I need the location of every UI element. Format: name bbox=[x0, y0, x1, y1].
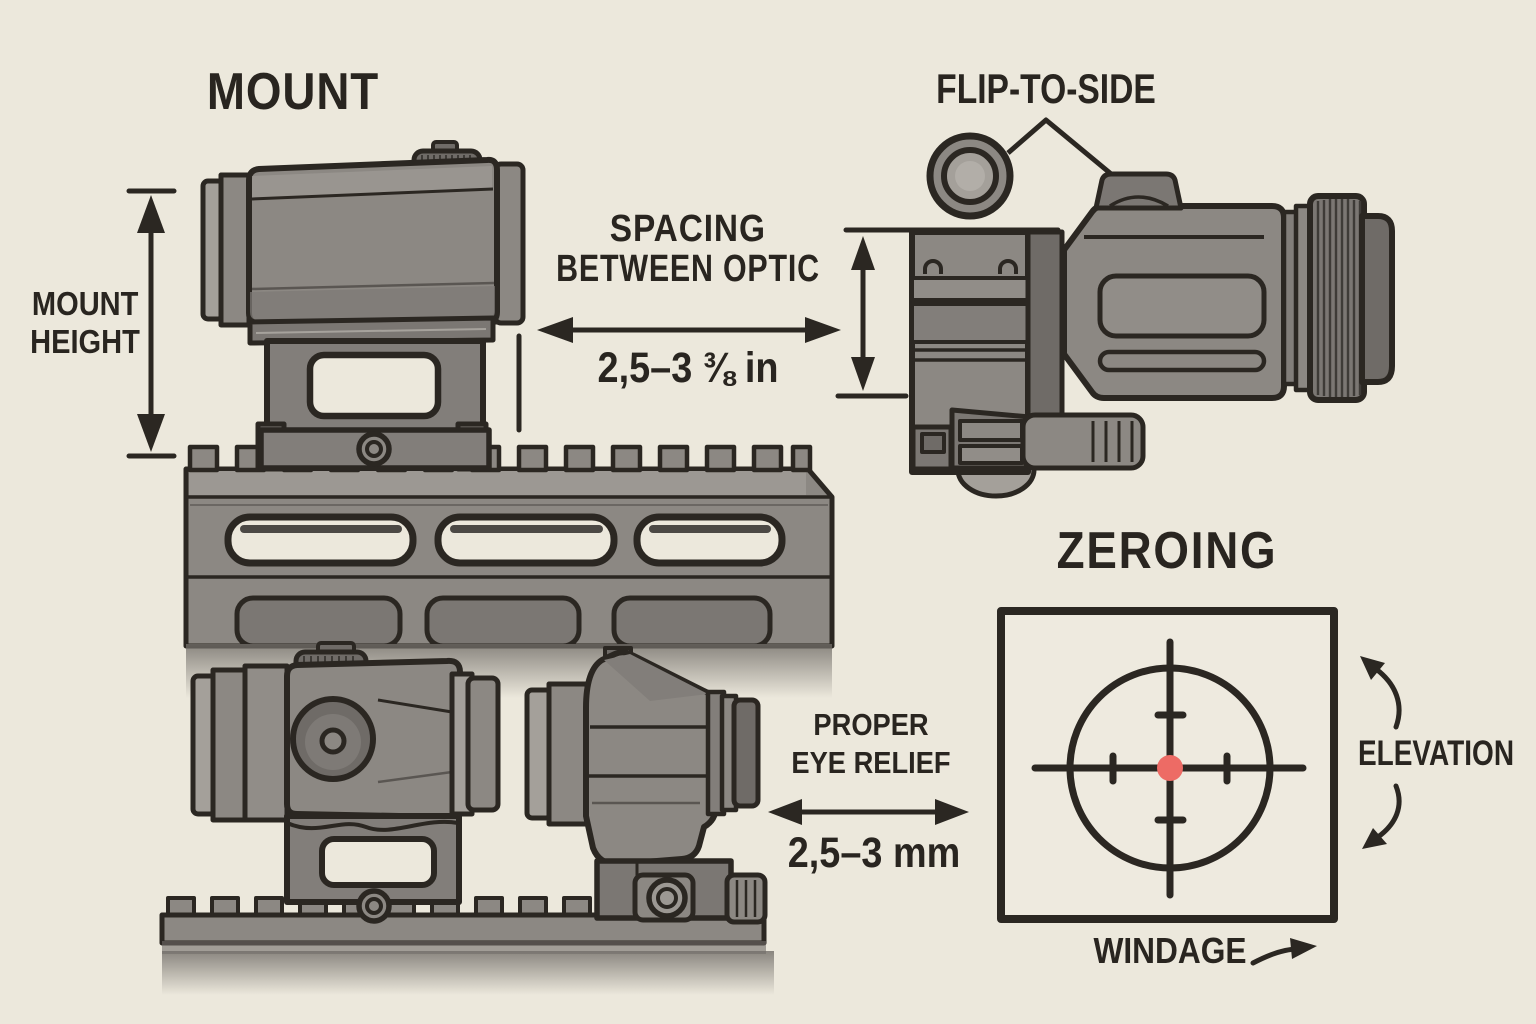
eye-relief-label: PROPER EYE RELIEF bbox=[791, 707, 951, 781]
eyepiece-cap bbox=[1359, 213, 1395, 385]
arrowhead-down bbox=[1362, 828, 1387, 849]
magnifier-flip-mount bbox=[909, 171, 1395, 499]
flip-to-side-pointer bbox=[926, 117, 1118, 220]
zeroing-section-title: ZEROING bbox=[1056, 522, 1278, 580]
magnifier-bottom bbox=[524, 646, 768, 925]
eye-relief-value: 2,5–3 mm bbox=[787, 829, 961, 877]
arrowhead-down bbox=[851, 357, 875, 391]
riser-window bbox=[306, 351, 442, 420]
eye-relief-arrow-icon bbox=[768, 799, 969, 825]
top-sight-nub bbox=[1093, 171, 1184, 211]
mlok-slots-open bbox=[224, 513, 786, 567]
spacing-label: SPACING BETWEEN OPTIC bbox=[556, 208, 820, 291]
magnifier-mount bbox=[594, 858, 768, 925]
arrowhead-up bbox=[1360, 656, 1385, 680]
body-panel bbox=[1097, 273, 1267, 339]
windage-arrow-icon bbox=[1250, 938, 1317, 966]
windage-label: WINDAGE bbox=[1093, 930, 1247, 971]
mount-knob bbox=[646, 877, 688, 919]
arrowhead-left bbox=[537, 317, 573, 343]
mount-height-arrow-icon bbox=[126, 188, 177, 459]
arrowhead-right bbox=[1290, 938, 1317, 959]
riser-window bbox=[319, 836, 437, 888]
mlok-slots-recessed bbox=[234, 595, 773, 649]
spacing-value: 2,5–3 ⅜ in bbox=[597, 344, 779, 392]
arrowhead-up bbox=[851, 236, 875, 270]
arrowhead-down bbox=[137, 414, 165, 452]
arrowhead-up bbox=[137, 195, 165, 233]
flip-to-side-title: FLIP-TO-SIDE bbox=[936, 65, 1156, 112]
arrowhead-right bbox=[935, 799, 969, 825]
elevation-label: ELEVATION bbox=[1357, 734, 1515, 773]
spacing-arrow-icon bbox=[516, 317, 841, 433]
red-dot-reticle bbox=[1157, 755, 1183, 781]
red-dot-sight-side bbox=[200, 140, 526, 472]
arrowhead-right bbox=[805, 317, 841, 343]
red-dot-sight-bottom bbox=[190, 641, 501, 924]
latch-lever bbox=[1020, 412, 1146, 471]
eyepiece-cap bbox=[731, 697, 761, 809]
mount-screw bbox=[356, 431, 392, 467]
mount-section-title: MOUNT bbox=[206, 63, 380, 121]
flip-latch bbox=[949, 407, 1146, 471]
mount-height-label: MOUNT HEIGHT bbox=[30, 285, 140, 360]
mount-screw bbox=[356, 888, 392, 924]
rail-bottom-shadow bbox=[162, 951, 774, 995]
arrowhead-left bbox=[768, 799, 802, 825]
handguard-rail bbox=[183, 444, 835, 698]
zeroing-target bbox=[997, 607, 1338, 923]
elevation-arrows-icon bbox=[1360, 656, 1402, 849]
rail-teeth bbox=[190, 444, 813, 473]
